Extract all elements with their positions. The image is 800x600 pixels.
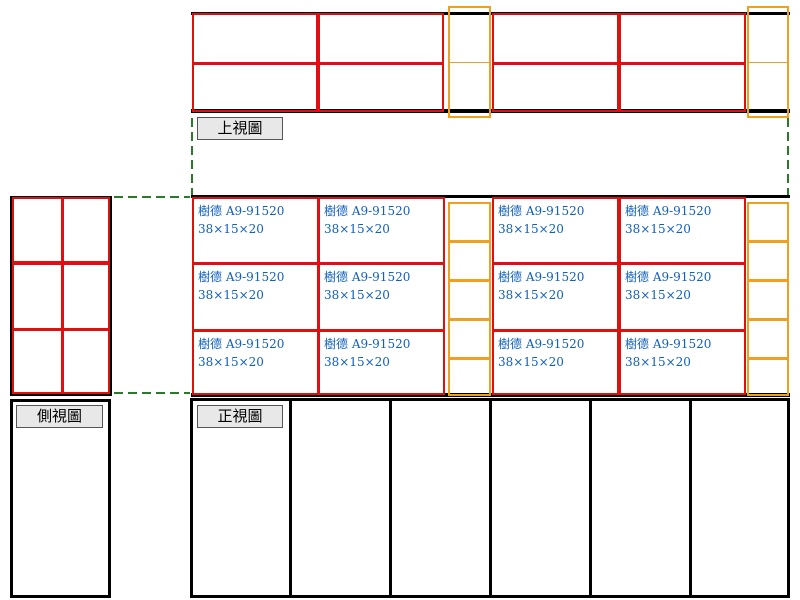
drawer-model: 樹德 A9-91520 <box>625 337 712 351</box>
spacer-cell <box>747 319 789 359</box>
top-drawer <box>318 63 444 112</box>
spacer-cell <box>448 319 491 359</box>
front-view-label: 正視圖 <box>197 405 283 428</box>
drawer-box: 樹德 A9-91520 38×15×20 <box>192 263 319 331</box>
drawer-size: 38×15×20 <box>324 222 390 236</box>
drawer-model: 樹德 A9-91520 <box>498 337 585 351</box>
drawer-box: 樹德 A9-91520 38×15×20 <box>492 197 619 264</box>
top-drawer <box>192 63 318 112</box>
drawer-size: 38×15×20 <box>324 355 390 369</box>
drawer-size: 38×15×20 <box>498 355 564 369</box>
top-drawer <box>318 13 444 64</box>
drawer-size: 38×15×20 <box>198 222 264 236</box>
spacer-cell <box>747 202 789 242</box>
cabinet-divider <box>589 398 592 598</box>
drawer-box: 樹德 A9-91520 38×15×20 <box>318 330 445 395</box>
top-drawer <box>619 63 746 112</box>
side-drawer <box>12 197 63 263</box>
spacer-cell <box>448 280 491 320</box>
top-spacer-divider <box>448 62 491 64</box>
front-frame-top <box>191 195 790 198</box>
side-drawer <box>62 197 110 263</box>
side-drawer <box>62 263 110 330</box>
drawer-box: 樹德 A9-91520 38×15×20 <box>492 330 619 395</box>
drawer-box: 樹德 A9-91520 38×15×20 <box>192 197 319 264</box>
drawer-size: 38×15×20 <box>324 288 390 302</box>
drawer-model: 樹德 A9-91520 <box>198 337 285 351</box>
drawer-model: 樹德 A9-91520 <box>198 204 285 218</box>
top-drawer <box>492 13 619 64</box>
drawer-size: 38×15×20 <box>198 355 264 369</box>
drawer-size: 38×15×20 <box>198 288 264 302</box>
drawer-model: 樹德 A9-91520 <box>625 270 712 284</box>
spacer-cell <box>747 358 789 396</box>
drawer-box: 樹德 A9-91520 38×15×20 <box>318 263 445 331</box>
drawer-box: 樹德 A9-91520 38×15×20 <box>619 263 746 331</box>
spacer-cell <box>747 280 789 320</box>
cabinet-divider <box>689 398 692 598</box>
drawer-size: 38×15×20 <box>498 288 564 302</box>
drawer-model: 樹德 A9-91520 <box>498 270 585 284</box>
spacer-cell <box>448 358 491 396</box>
drawer-box: 樹德 A9-91520 38×15×20 <box>619 197 746 264</box>
drawer-model: 樹德 A9-91520 <box>498 204 585 218</box>
spacer-cell <box>747 241 789 281</box>
drawer-box: 樹德 A9-91520 38×15×20 <box>619 330 746 395</box>
side-drawer <box>62 329 110 394</box>
drawer-model: 樹德 A9-91520 <box>625 204 712 218</box>
drawer-size: 38×15×20 <box>498 222 564 236</box>
drawer-model: 樹德 A9-91520 <box>324 204 411 218</box>
drawer-size: 38×15×20 <box>625 222 691 236</box>
drawer-box: 樹德 A9-91520 38×15×20 <box>318 197 445 264</box>
top-drawer <box>619 13 746 64</box>
cabinet-divider <box>489 398 492 598</box>
cabinet-divider <box>289 398 292 598</box>
top-drawer <box>492 63 619 112</box>
top-spacer-divider <box>747 62 789 64</box>
cabinet-divider <box>389 398 392 598</box>
drawer-box: 樹德 A9-91520 38×15×20 <box>192 330 319 395</box>
top-view-label: 上視圖 <box>197 117 283 140</box>
drawer-model: 樹德 A9-91520 <box>198 270 285 284</box>
side-drawer <box>12 263 63 330</box>
drawer-size: 38×15×20 <box>625 288 691 302</box>
drawer-box: 樹德 A9-91520 38×15×20 <box>492 263 619 331</box>
drawer-model: 樹德 A9-91520 <box>324 270 411 284</box>
drawer-model: 樹德 A9-91520 <box>324 337 411 351</box>
side-cabinet-frame <box>10 399 111 598</box>
side-drawer <box>12 329 63 394</box>
side-view-label: 側視圖 <box>16 405 103 428</box>
top-drawer <box>192 13 318 64</box>
spacer-cell <box>448 202 491 242</box>
drawer-size: 38×15×20 <box>625 355 691 369</box>
spacer-cell <box>448 241 491 281</box>
